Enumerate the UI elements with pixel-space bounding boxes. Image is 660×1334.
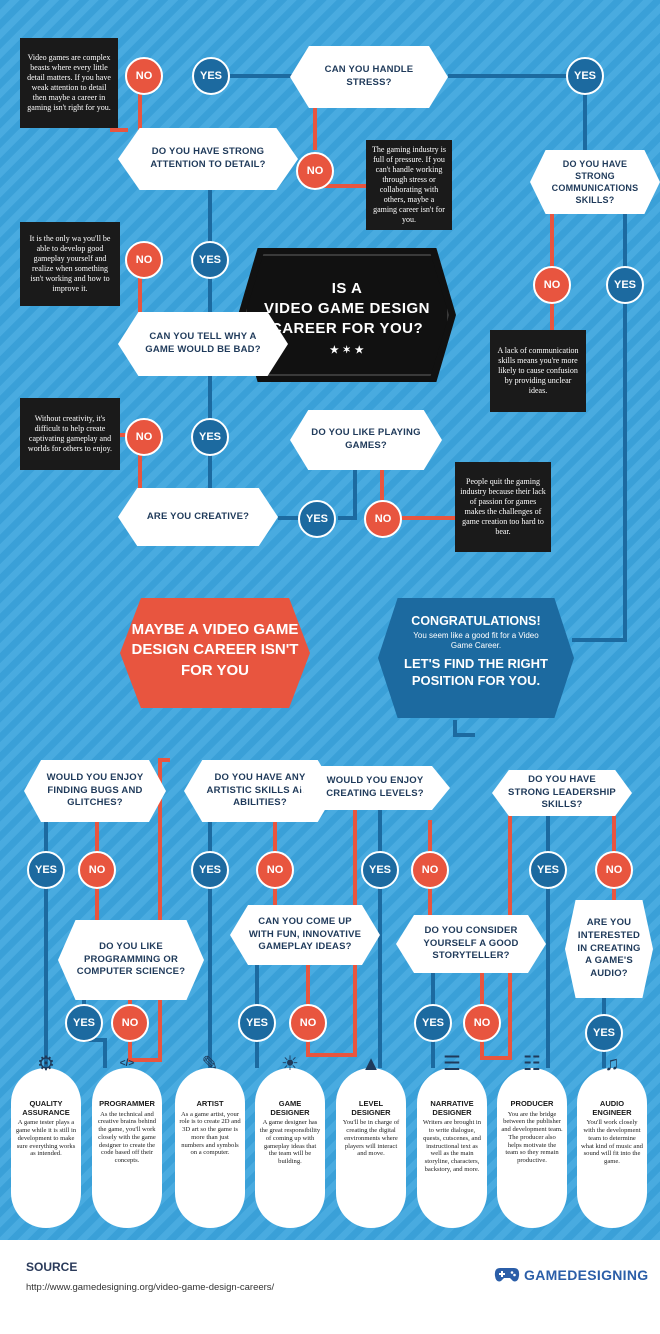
code-window-icon: </>: [119, 1058, 135, 1069]
role-description: You'll be in charge of creating the digi…: [342, 1119, 400, 1158]
question-attention: DO YOU HAVE STRONG ATTENTION TO DETAIL?: [118, 128, 298, 190]
no-artistic: NO: [256, 851, 294, 889]
no-programming: NO: [111, 1004, 149, 1042]
no-communication: NO: [533, 266, 571, 304]
yes-programming: YES: [65, 1004, 103, 1042]
role-card: LEVEL DESIGNER You'll be in charge of cre…: [336, 1068, 406, 1228]
note-pressure: The gaming industry is full of pressure.…: [366, 140, 452, 230]
gear-icon: ⚙: [37, 1053, 55, 1075]
org-chart-icon: ☷: [523, 1053, 541, 1075]
role-title: LEVEL DESIGNER: [351, 1099, 391, 1117]
no-bad-game: NO: [125, 241, 163, 279]
role-title: GAME DESIGNER: [270, 1099, 310, 1117]
yes-artistic: YES: [191, 851, 229, 889]
question-levels: WOULD YOU ENJOY CREATING LEVELS?: [300, 766, 450, 810]
role-card: NARRATIVE DESIGNER Writers are brought in…: [417, 1068, 487, 1228]
yes-ideas: YES: [238, 1004, 276, 1042]
role-title: AUDIO ENGINEER: [592, 1099, 632, 1117]
note-communication: A lack of communication skills means you…: [490, 330, 586, 412]
role-title: PROGRAMMER: [99, 1099, 155, 1108]
level-map-icon: ▲: [361, 1053, 381, 1075]
note-gameplay: It is the only wa you'll be able to deve…: [20, 222, 120, 306]
question-bad-game: CAN YOU TELL WHY A GAME WOULD BE BAD?: [118, 312, 288, 376]
title-badge: IS A VIDEO GAME DESIGN CAREER FOR YOU? ★…: [238, 248, 456, 382]
question-audio: ARE YOU INTERESTED IN CREATING A GAME'S …: [565, 900, 653, 998]
yes-bad-game: YES: [191, 418, 229, 456]
question-communication: DO YOU HAVE STRONG COMMUNICATIONS SKILLS…: [530, 150, 660, 214]
no-stress: NO: [296, 152, 334, 190]
congrats-cta: LET'S FIND THE RIGHT POSITION FOR YOU.: [404, 656, 548, 688]
yes-attention: YES: [191, 241, 229, 279]
question-leadership: DO YOU HAVE STRONG LEADERSHIP SKILLS?: [492, 770, 632, 816]
source-label: SOURCE: [26, 1260, 78, 1274]
no-levels: NO: [411, 851, 449, 889]
question-storyteller: DO YOU CONSIDER YOURSELF A GOOD STORYTEL…: [396, 915, 546, 973]
no-playing: NO: [364, 500, 402, 538]
yes-creative: YES: [298, 500, 336, 538]
title-line-2: VIDEO GAME DESIGN: [263, 300, 431, 317]
no-attention: NO: [125, 57, 163, 95]
role-card: PROGRAMMER As the technical and creative …: [92, 1068, 162, 1228]
role-title: PRODUCER: [510, 1099, 554, 1108]
role-title: QUALITY ASSURANCE: [22, 1099, 70, 1117]
footer: SOURCE http://www.gamedesigning.org/vide…: [0, 1240, 660, 1334]
role-description: A game designer has the great responsibi…: [259, 1119, 321, 1166]
role-card: AUDIO ENGINEER You'll work closely with t…: [577, 1068, 647, 1228]
yes-bugs: YES: [27, 851, 65, 889]
title-line-3: CAREER FOR YOU?: [270, 320, 424, 337]
title-line-1: IS A: [331, 280, 363, 297]
role-title: ARTIST: [196, 1099, 224, 1108]
congrats-body: You seem like a good fit for a Video Gam…: [413, 631, 539, 651]
maybe-not-badge: MAYBE A VIDEO GAME DESIGN CAREER ISN'T F…: [120, 598, 310, 708]
no-ideas: NO: [289, 1004, 327, 1042]
question-ideas: CAN YOU COME UP WITH FUN, INNOVATIVE GAM…: [230, 905, 380, 965]
role-description: A game tester plays a game while it is s…: [15, 1119, 77, 1158]
gamepad-icon: [494, 1268, 520, 1282]
maybe-not-text: MAYBE A VIDEO GAME DESIGN CAREER ISN'T F…: [131, 621, 299, 679]
role-description: As the technical and creative brains beh…: [97, 1110, 157, 1165]
no-storyteller: NO: [463, 1004, 501, 1042]
logo-text: GAMEDESIGNING: [524, 1267, 649, 1283]
role-card: GAME DESIGNER A game designer has the gre…: [255, 1068, 325, 1228]
role-card: ARTIST As a game artist, your role is to …: [175, 1068, 245, 1228]
congrats-badge: CONGRATULATIONS! You seem like a good fi…: [378, 598, 574, 718]
note-detail: Video games are complex beasts where eve…: [20, 38, 118, 128]
yes-communication: YES: [606, 266, 644, 304]
yes-audio: YES: [585, 1014, 623, 1052]
yes-stress-right: YES: [566, 57, 604, 95]
speaker-icon: ♫: [604, 1053, 620, 1075]
role-card: PRODUCER You are the bridge between the p…: [497, 1068, 567, 1228]
role-description: You'll work closely with the development…: [581, 1119, 643, 1166]
role-title: NARRATIVE DESIGNER: [430, 1099, 474, 1117]
yes-storyteller: YES: [414, 1004, 452, 1042]
yes-leadership: YES: [529, 851, 567, 889]
yes-levels: YES: [361, 851, 399, 889]
congrats-heading: CONGRATULATIONS!: [411, 614, 541, 628]
role-description: As a game artist, your role is to create…: [179, 1110, 241, 1157]
lightbulb-icon: ☀: [281, 1053, 299, 1075]
question-playing: DO YOU LIKE PLAYING GAMES?: [290, 410, 442, 470]
no-creative: NO: [125, 418, 163, 456]
question-bugs: WOULD YOU ENJOY FINDING BUGS AND GLITCHE…: [24, 760, 166, 822]
no-bugs: NO: [78, 851, 116, 889]
question-creative: ARE YOU CREATIVE?: [118, 488, 278, 546]
no-leadership: NO: [595, 851, 633, 889]
role-card: QUALITY ASSURANCE A game tester plays a g…: [11, 1068, 81, 1228]
source-url[interactable]: http://www.gamedesigning.org/video-game-…: [26, 1282, 275, 1293]
question-stress: CAN YOU HANDLE STRESS?: [290, 46, 448, 108]
role-description: You are the bridge between the publisher…: [501, 1110, 563, 1165]
note-passion: People quit the gaming industry because …: [455, 462, 551, 552]
title-stars: ★ ✶ ★: [329, 345, 365, 356]
notebook-icon: ☰: [443, 1053, 461, 1075]
pencil-cup-icon: ✎: [201, 1053, 219, 1075]
note-creativity: Without creativity, it's difficult to he…: [20, 398, 120, 470]
role-description: Writers are brought in to write dialogue…: [422, 1119, 482, 1173]
yes-stress: YES: [192, 57, 230, 95]
question-programming: DO YOU LIKE PROGRAMMING OR COMPUTER SCIE…: [58, 920, 204, 1000]
gamedesigning-logo[interactable]: GAMEDESIGNING: [494, 1266, 648, 1284]
